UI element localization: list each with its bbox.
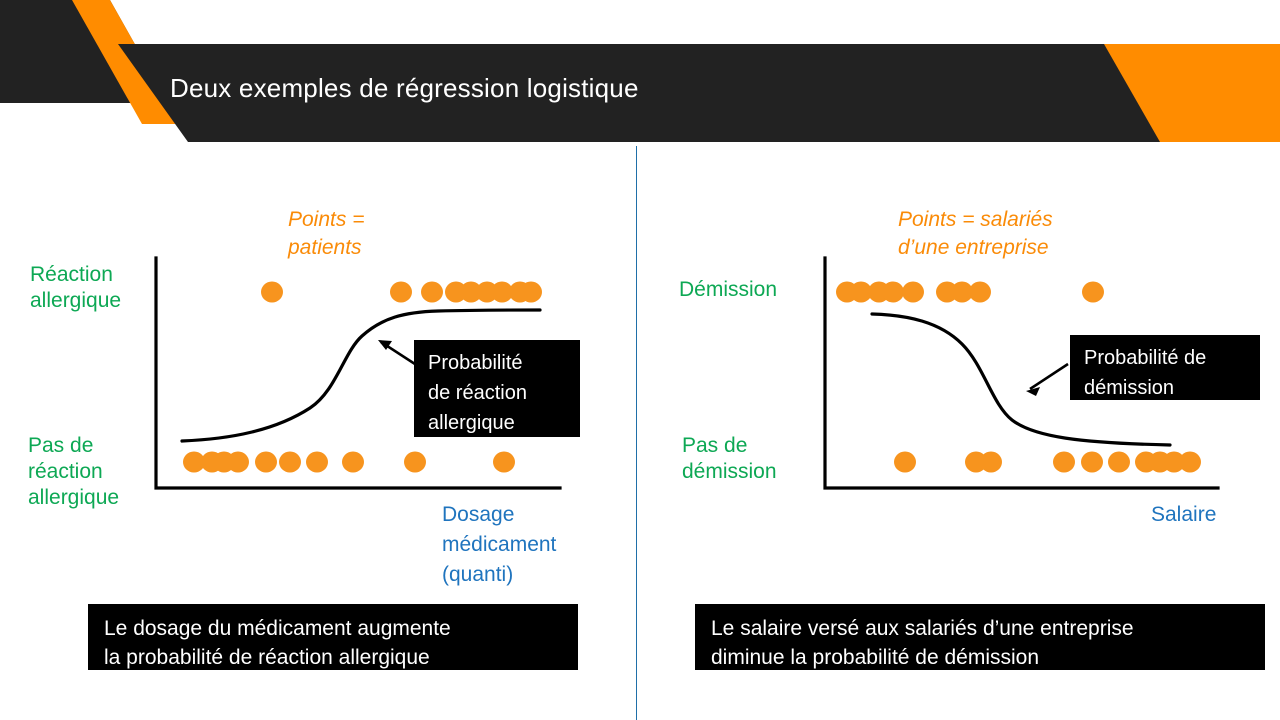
chart-right-points-outcome-1 [836, 281, 1104, 303]
chart-right-logistic-curve [870, 312, 1172, 447]
panel-divider [636, 146, 637, 720]
panel-right-resignation: Points = salariés d’une entreprise Démis… [640, 0, 1280, 720]
chart-left-points-outcome-0 [183, 451, 515, 473]
chart-left-axes [154, 256, 562, 490]
chart-right-callout: Probabilité de démission [1070, 335, 1260, 400]
caption-left: Le dosage du médicament augmente la prob… [88, 604, 578, 670]
panel-left-allergy: Points = patients Réaction allergique Pa… [28, 208, 580, 670]
chart-left-xlabel: Dosage médicament (quanti) [442, 503, 557, 586]
chart-right-callout-arrow [1026, 362, 1069, 396]
chart-right-points-outcome-0 [894, 451, 1201, 473]
chart-left-logistic-curve [180, 308, 542, 443]
chart-left-allergy [154, 256, 562, 490]
chart-left-points-note: Points = patients [288, 208, 365, 259]
chart-left-callout: Probabilité de réaction allergique [414, 340, 580, 437]
chart-right-ylabel-bottom: Pas de démission [682, 434, 777, 483]
chart-right-xlabel: Salaire [1151, 503, 1217, 526]
chart-right-points-note: Points = salariés d’une entreprise [898, 208, 1053, 259]
caption-right: Le salaire versé aux salariés d’une entr… [695, 604, 1265, 670]
page-title: Deux exemples de régression logistique [170, 73, 639, 103]
chart-right-ylabel-top: Démission [679, 278, 778, 301]
chart-left-ylabel-top: Réaction allergique [30, 263, 122, 312]
chart-left-points-outcome-1 [261, 281, 542, 303]
chart-right-axes [823, 256, 1220, 490]
chart-left-callout-arrow [378, 340, 419, 368]
chart-right-resignation [823, 256, 1220, 490]
chart-left-ylabel-bottom: Pas de réaction allergique [28, 434, 120, 509]
